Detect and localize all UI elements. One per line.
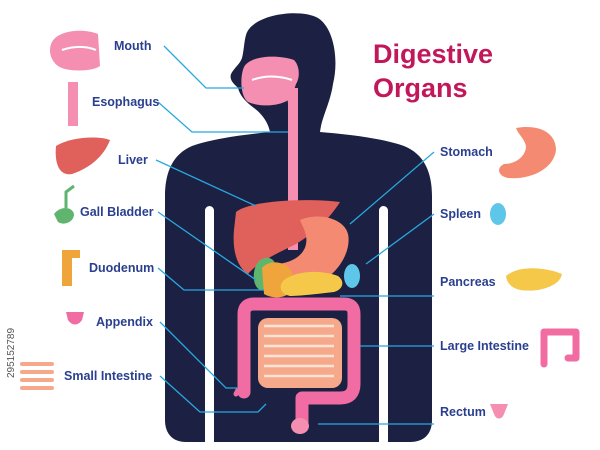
appendix-organ [233, 387, 241, 397]
stomach-organ [273, 216, 349, 285]
title-line-2: Organs [373, 73, 468, 103]
spleen-leader [365, 213, 435, 265]
small-intestine-icon [20, 362, 54, 390]
spleen-organ [344, 264, 360, 288]
mouth-icon [50, 30, 100, 71]
small-intestine-leader [159, 375, 267, 413]
rectum-organ [291, 418, 309, 434]
label-gall-bladder: Gall Bladder [80, 205, 154, 219]
label-duodenum: Duodenum [89, 261, 155, 275]
label-esophagus: Esophagus [92, 95, 160, 109]
esophagus-icon [68, 82, 78, 126]
esophagus-leader [157, 101, 288, 133]
label-liver: Liver [118, 153, 148, 167]
stock-id-watermark: 295152789 [6, 327, 17, 378]
duodenum-icon [62, 250, 80, 286]
label-stomach: Stomach [440, 145, 493, 159]
pancreas-organ [280, 271, 343, 296]
mouth-leader [163, 45, 244, 89]
spleen-icon [490, 203, 506, 225]
label-spleen: Spleen [440, 207, 481, 221]
label-rectum: Rectum [440, 405, 486, 419]
right-arm-gap [379, 206, 388, 446]
liver-leader [155, 159, 257, 207]
large-intestine-icon [540, 328, 580, 368]
label-appendix: Appendix [96, 315, 153, 329]
label-pancreas: Pancreas [440, 275, 496, 289]
appendix-icon [66, 312, 84, 325]
gall-bladder-leader [157, 211, 257, 281]
small-intestine-organ [258, 318, 342, 388]
left-arm-gap [205, 206, 214, 446]
label-small-intestine: Small Intestine [64, 369, 153, 383]
pancreas-icon [506, 268, 562, 291]
rectum-icon [490, 404, 508, 419]
duodenum-leader [157, 267, 264, 291]
label-mouth: Mouth [114, 39, 152, 53]
stomach-icon [499, 126, 556, 179]
large-intestine-organ [237, 297, 361, 431]
liver-icon [55, 137, 110, 175]
appendix-leader [159, 321, 238, 389]
gall-bladder-icon [54, 184, 75, 224]
title-line-1: Digestive [373, 39, 494, 69]
stomach-leader [349, 151, 435, 225]
leader-lines [155, 45, 435, 425]
label-large-intestine: Large Intestine [440, 339, 529, 353]
